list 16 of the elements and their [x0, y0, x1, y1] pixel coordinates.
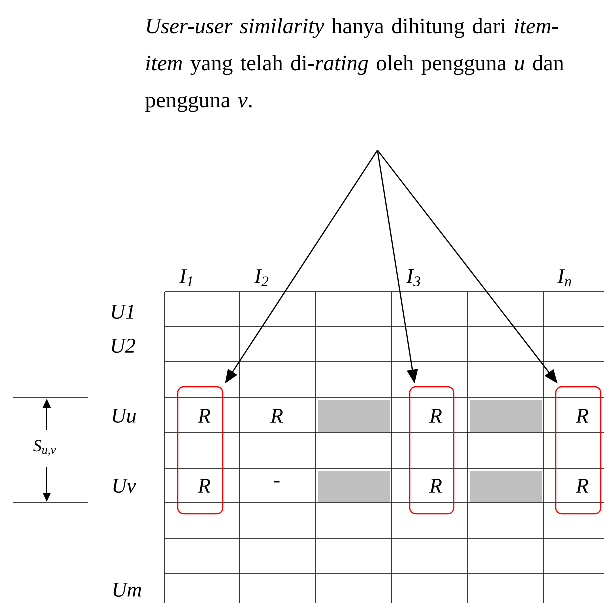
rating-value: R	[270, 409, 284, 423]
annotation-text: User-user similarity hanya dihitung dari item-item yang telah di-rating oleh pengguna u dan pengguna v.	[146, 18, 564, 112]
row-header: U1	[112, 304, 134, 320]
row-header: U2	[112, 338, 136, 354]
similarity-label: S$_{u,v}$	[34, 440, 56, 456]
row-header: Uv	[114, 479, 136, 493]
col-header: I$_{3}$	[406, 270, 420, 286]
col-header: I$_{2}$	[254, 270, 269, 286]
col-header: I$_{1}$	[180, 270, 192, 286]
highlight-box: R R	[409, 386, 455, 515]
row-header: Uu	[113, 409, 136, 423]
highlight-box: R R	[177, 386, 224, 515]
col-header: I$_{n}$	[558, 270, 572, 286]
row-header: Um	[114, 583, 142, 597]
missing-rating: -	[274, 481, 280, 483]
highlight-box: R R	[555, 386, 602, 515]
